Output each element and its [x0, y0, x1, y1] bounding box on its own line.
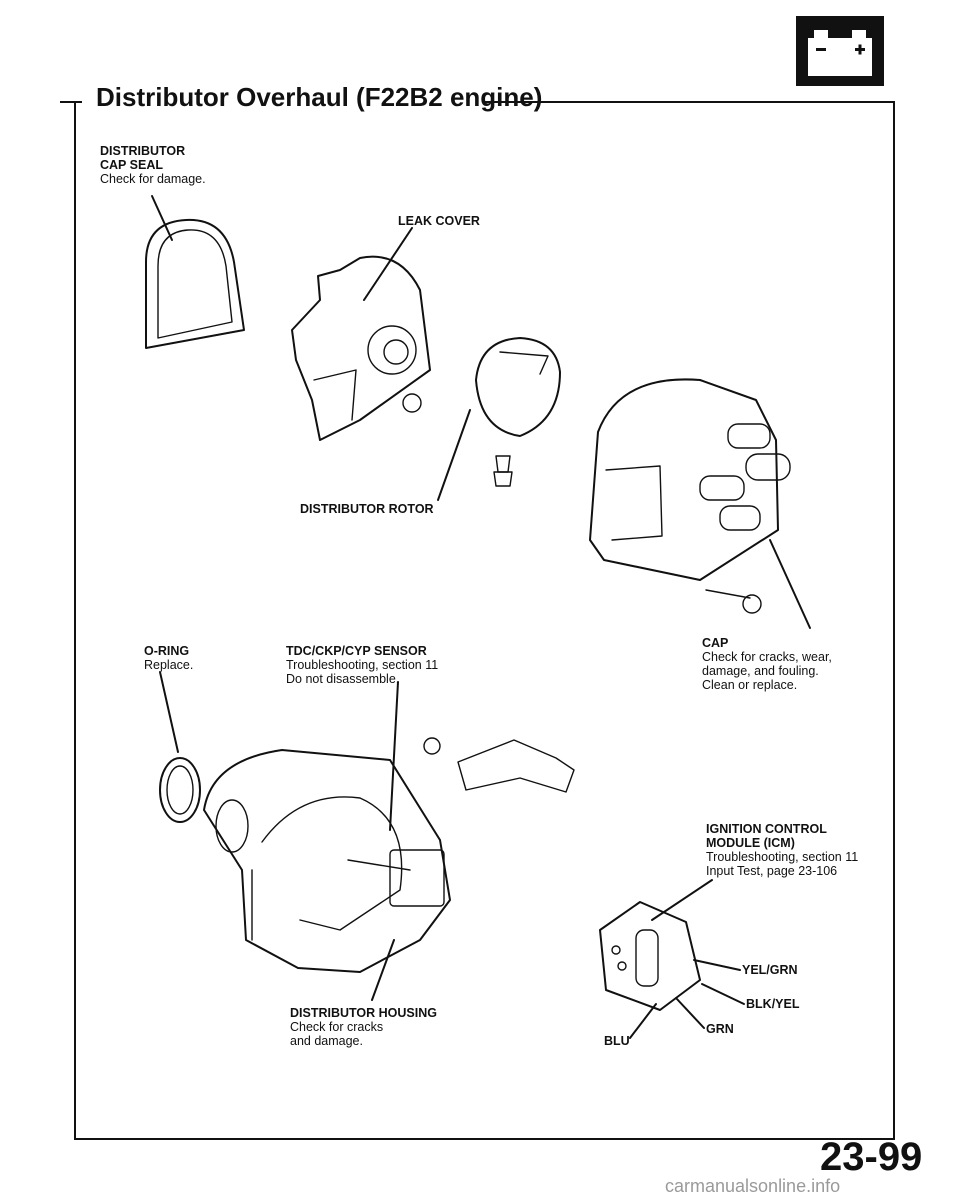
- label-housing: DISTRIBUTOR HOUSING Check for cracks and…: [290, 1006, 437, 1048]
- wire-label-blu: BLU: [604, 1034, 630, 1048]
- wire-label-grn: GRN: [706, 1022, 734, 1036]
- label-housing-note: Check for cracks and damage.: [290, 1020, 384, 1048]
- title-rule-right: [482, 101, 893, 103]
- label-housing-name: DISTRIBUTOR HOUSING: [290, 1006, 437, 1020]
- label-sensor: TDC/CKP/CYP SENSOR Troubleshooting, sect…: [286, 644, 438, 686]
- cap-drawing: [589, 378, 791, 614]
- title-rule-left: [60, 101, 82, 103]
- bracket-drawing: [423, 737, 575, 793]
- battery-icon: [796, 16, 884, 86]
- label-icm-name: IGNITION CONTROL MODULE (ICM): [706, 822, 827, 850]
- label-cap-note: Check for cracks, wear, damage, and foul…: [702, 650, 832, 692]
- label-cap-name: CAP: [702, 636, 729, 650]
- label-leak-cover: LEAK COVER: [398, 214, 480, 228]
- label-icm-note: Troubleshooting, section 11 Input Test, …: [706, 850, 859, 878]
- label-leak-cover-name: LEAK COVER: [398, 214, 480, 228]
- leader-lines: [151, 195, 811, 1039]
- label-cap-seal-note: Check for damage.: [100, 172, 206, 186]
- label-rotor-name: DISTRIBUTOR ROTOR: [300, 502, 434, 516]
- label-o-ring-name: O-RING: [144, 644, 190, 658]
- label-o-ring-note: Replace.: [144, 658, 194, 672]
- distributor-housing-drawing: [203, 749, 451, 973]
- label-icm: IGNITION CONTROL MODULE (ICM) Troublesho…: [706, 822, 858, 878]
- o-ring-drawing: [159, 757, 201, 823]
- wire-label-blk-yel: BLK/YEL: [746, 997, 800, 1011]
- cap-seal-drawing: [145, 218, 245, 349]
- label-cap: CAP Check for cracks, wear, damage, and …: [702, 636, 832, 692]
- icm-drawing: [599, 901, 701, 1011]
- distributor-rotor-drawing: [475, 337, 561, 487]
- label-cap-seal: DISTRIBUTOR CAP SEAL Check for damage.: [100, 144, 206, 186]
- leak-cover-drawing: [291, 255, 431, 441]
- label-sensor-name: TDC/CKP/CYP SENSOR: [286, 644, 427, 658]
- wire-label-yel-grn: YEL/GRN: [742, 963, 798, 977]
- label-cap-seal-name: DISTRIBUTOR CAP SEAL: [100, 144, 186, 172]
- diagram-frame: [74, 101, 895, 1140]
- label-o-ring: O-RING Replace.: [144, 644, 193, 672]
- label-rotor: DISTRIBUTOR ROTOR: [300, 502, 434, 516]
- watermark: carmanualsonline.info: [665, 1176, 841, 1196]
- label-sensor-note: Troubleshooting, section 11 Do not disas…: [286, 658, 439, 686]
- page-number: 23-99: [820, 1135, 923, 1179]
- page-title: Distributor Overhaul (F22B2 engine): [96, 82, 543, 112]
